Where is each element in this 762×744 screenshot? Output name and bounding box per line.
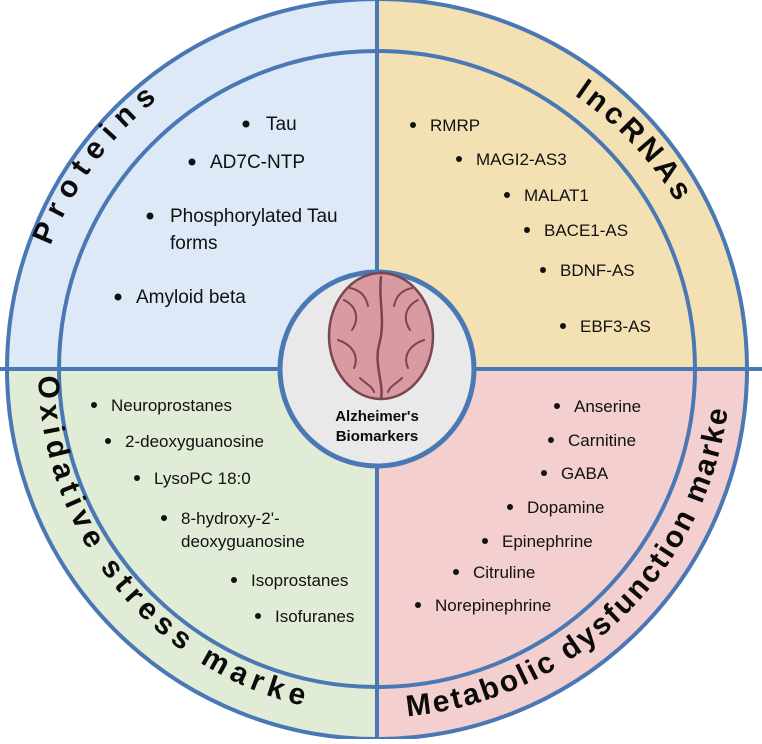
center-hub: Alzheimer's Biomarkers — [277, 269, 477, 469]
list-item: 8-hydroxy-2'- — [181, 509, 280, 528]
list-item: BDNF-AS — [560, 261, 635, 280]
list-item: Isofuranes — [275, 607, 354, 626]
bullet-icon — [188, 158, 196, 166]
quadrant-oxidative-background — [5, 369, 377, 739]
bullet-icon — [453, 569, 459, 575]
quadrant-lncrnas — [377, 0, 749, 369]
list-item: Epinephrine — [502, 532, 593, 551]
bullet-icon — [231, 577, 237, 583]
bullet-icon — [134, 475, 140, 481]
list-item: Dopamine — [527, 498, 605, 517]
quadrant-oxidative — [5, 369, 377, 739]
bullet-icon — [410, 122, 416, 128]
proteins-list: Tau AD7C-NTP Phosphorylated Tau forms Am… — [114, 114, 338, 308]
list-item: 2-deoxyguanosine — [125, 432, 264, 451]
list-item: MAGI2-AS3 — [476, 150, 567, 169]
list-item: LysoPC 18:0 — [154, 469, 251, 488]
quadrant-proteins-background — [5, 0, 377, 369]
list-item: Norepinephrine — [435, 596, 551, 615]
bullet-icon — [560, 323, 566, 329]
oxidative-list: Neuroprostanes 2-deoxyguanosine LysoPC 1… — [91, 396, 354, 626]
bullet-icon — [541, 470, 547, 476]
metabolic-list: Anserine Carnitine GABA Dopamine Epineph… — [415, 397, 641, 615]
lncrnas-list: RMRP MAGI2-AS3 MALAT1 BACE1-AS BDNF-AS E… — [410, 116, 651, 336]
list-item: Carnitine — [568, 431, 636, 450]
list-item: AD7C-NTP — [210, 152, 305, 173]
bullet-icon — [554, 403, 560, 409]
list-item: Isoprostanes — [251, 571, 348, 590]
quadrant-metabolic — [377, 369, 749, 739]
bullet-icon — [540, 267, 546, 273]
bullet-icon — [255, 613, 261, 619]
bullet-icon — [242, 120, 250, 128]
list-item: Neuroprostanes — [111, 396, 232, 415]
list-item: Amyloid beta — [136, 287, 246, 308]
center-title-line2: Biomarkers — [336, 428, 419, 445]
bullet-icon — [548, 437, 554, 443]
bullet-icon — [504, 192, 510, 198]
quadrant-proteins — [5, 0, 377, 369]
bullet-icon — [105, 438, 111, 444]
list-item-continued: forms — [170, 233, 218, 254]
bullet-icon — [415, 602, 421, 608]
bullet-icon — [482, 538, 488, 544]
list-item-continued: deoxyguanosine — [181, 532, 305, 551]
list-item: Anserine — [574, 397, 641, 416]
bullet-icon — [524, 227, 530, 233]
bullet-icon — [456, 156, 462, 162]
list-item: Tau — [266, 114, 297, 135]
list-item: MALAT1 — [524, 186, 589, 205]
bullet-icon — [146, 212, 154, 220]
list-item: EBF3-AS — [580, 317, 651, 336]
list-item: GABA — [561, 464, 609, 483]
list-item: Phosphorylated Tau — [170, 206, 338, 227]
bullet-icon — [507, 504, 513, 510]
center-title-line1: Alzheimer's — [335, 408, 419, 425]
quadrant-lncrnas-background — [377, 0, 749, 369]
list-item: BACE1-AS — [544, 221, 628, 240]
quadrant-metabolic-background — [377, 369, 749, 739]
list-item: RMRP — [430, 116, 480, 135]
bullet-icon — [161, 515, 167, 521]
brain-icon — [327, 271, 435, 401]
bullet-icon — [91, 402, 97, 408]
bullet-icon — [114, 293, 122, 301]
list-item: Citruline — [473, 563, 535, 582]
